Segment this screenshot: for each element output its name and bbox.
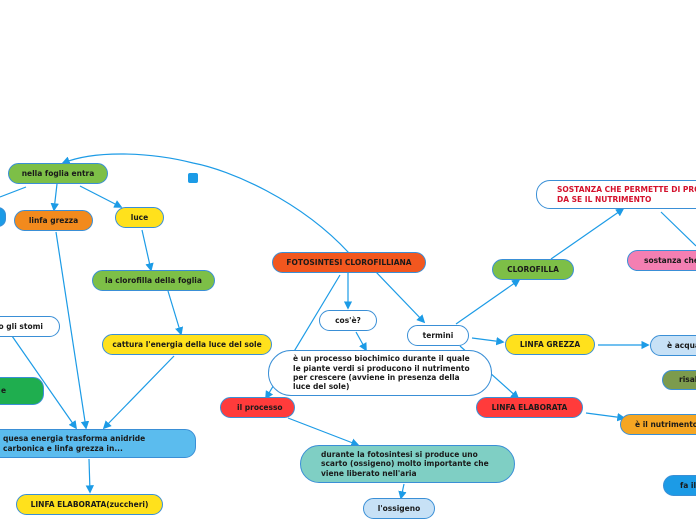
connector-handle[interactable]: [188, 173, 198, 183]
node-cose[interactable]: cos'è?: [319, 310, 377, 331]
node-nella-foglia[interactable]: nella foglia entra: [8, 163, 108, 184]
node-e-acqua[interactable]: è acqua: [650, 335, 696, 356]
node-energia-trasforma[interactable]: quesa energia trasforma anidride carboni…: [0, 429, 196, 458]
connector-termini-clorofilla: [455, 279, 521, 325]
connector-nella-foglia-linfa: [50, 183, 59, 212]
connector-nella-foglia-luce: [79, 185, 123, 208]
node-partial-green[interactable]: e: [0, 377, 44, 405]
node-fa-il[interactable]: fa il: [663, 475, 696, 496]
connector-clorofilla-sostanza: [550, 208, 625, 260]
node-definizione[interactable]: è un processo biochimico durante il qual…: [268, 350, 492, 396]
node-e-nutrimento[interactable]: è il nutrimento: [620, 414, 696, 435]
connector-luce-clorofilla: [141, 229, 154, 272]
node-sostanza-che[interactable]: sostanza che: [627, 250, 696, 271]
connector-nella-foglia-left: [0, 186, 27, 198]
node-linfa-grezza-left[interactable]: linfa grezza: [14, 210, 93, 231]
connector-scarto-ossigeno: [398, 483, 407, 500]
node-linfa-grezza-caps[interactable]: LINFA GREZZA: [505, 334, 595, 355]
node-luce[interactable]: luce: [115, 207, 164, 228]
node-termini[interactable]: termini: [407, 325, 469, 346]
node-stomi[interactable]: so gli stomi: [0, 316, 60, 337]
node-clorofilla[interactable]: CLOROFILLA: [492, 259, 574, 280]
connector-stomi-energia: [11, 335, 77, 430]
node-cattura-energia[interactable]: cattura l'energia della luce del sole: [102, 334, 272, 355]
node-risal[interactable]: risal: [662, 370, 696, 390]
connector-cattura-energia: [102, 355, 175, 430]
connector-cose-definizione: [355, 331, 367, 352]
node-il-processo[interactable]: il processo: [220, 397, 295, 418]
node-scarto-ossigeno[interactable]: durante la fotosintesi si produce uno sc…: [300, 445, 515, 483]
node-linfa-elaborata-caps[interactable]: LINFA ELABORATA: [476, 397, 583, 418]
connector-fotosintesi-nella-foglia: [61, 153, 350, 254]
connector-linfa-energia: [55, 231, 90, 430]
node-sostanza-permette[interactable]: SOSTANZA CHE PERMETTE DI PROD DA SE IL N…: [536, 180, 696, 209]
connector-clorofilla-cattura: [167, 290, 184, 336]
connector-energia-zuccheri: [85, 458, 94, 494]
connector-fotosintesi-termini: [375, 271, 426, 324]
connector-sostanza-right: [660, 211, 696, 247]
connector-linfaelaborata-nutrimento: [585, 412, 626, 422]
connector-termini-linfa-grezza: [471, 336, 505, 346]
node-clorofilla-foglia[interactable]: la clorofilla della foglia: [92, 270, 215, 291]
connector-processo-scarto: [287, 417, 360, 447]
node-fotosintesi[interactable]: FOTOSINTESI CLOROFILLIANA: [272, 252, 426, 273]
node-ossigeno[interactable]: l'ossigeno: [363, 498, 435, 519]
node-linfa-elaborata-zuccheri[interactable]: LINFA ELABORATA(zuccheri): [16, 494, 163, 515]
